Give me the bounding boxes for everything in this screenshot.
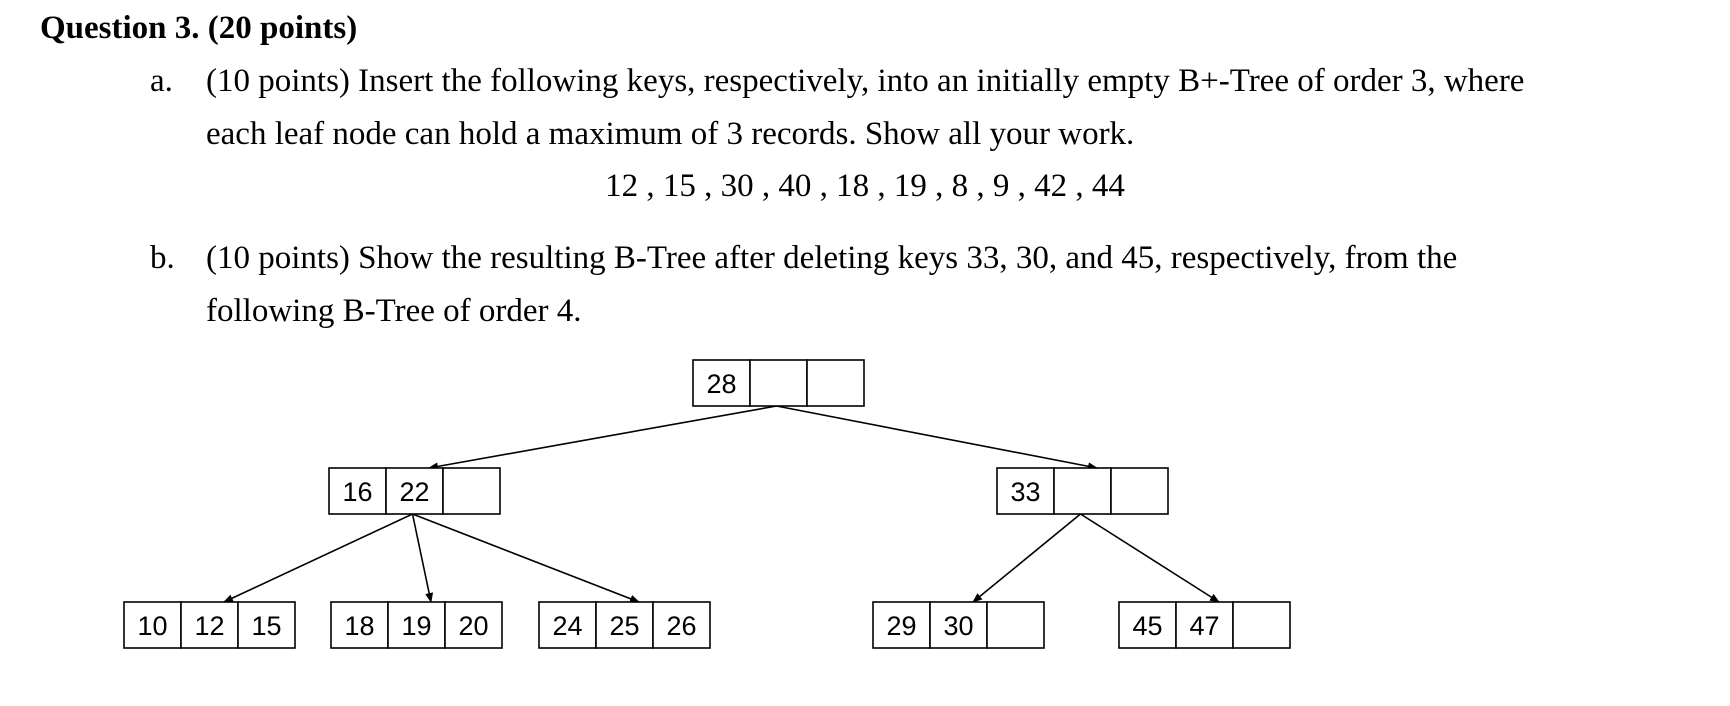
key-cell [986,601,1045,649]
key-cell [652,601,711,649]
key-label: 15 [251,611,281,641]
key-cell [1232,601,1291,649]
key-label: 47 [1189,611,1219,641]
key-label: 20 [458,611,488,641]
key-cell [1118,601,1177,649]
key-cell [444,601,503,649]
key-label: 10 [137,611,167,641]
tree-node-leaf-4: 29 30 [872,601,1045,649]
tree-node-right-internal: 33 [996,467,1169,515]
key-label: 18 [344,611,374,641]
part-a-marker: a. [150,63,173,99]
edge-left-internal-to-leaf-2 [411,513,434,603]
key-label: 28 [706,369,736,399]
edge-root-to-left-internal [428,405,777,471]
part-a-line-1: (10 points) Insert the following keys, r… [206,63,1525,99]
insert-keys-list: 12 , 15 , 30 , 40 , 18 , 19 , 8 , 9 , 42… [605,168,1125,204]
edge-right-internal-to-leaf-5 [1080,513,1220,603]
key-cell [387,601,446,649]
key-cell [806,359,865,407]
key-cell [749,359,808,407]
key-label: 24 [552,611,582,641]
edge-root-to-right-internal [776,405,1098,471]
tree-node-leaf-5: 45 47 [1118,601,1291,649]
question-title: Question 3. (20 points) [40,10,358,46]
key-label: 33 [1010,477,1040,507]
key-label: 30 [943,611,973,641]
key-label: 12 [194,611,224,641]
key-label: 45 [1132,611,1162,641]
edge-right-internal-to-leaf-4 [972,513,1082,603]
key-cell [929,601,988,649]
key-cell [595,601,654,649]
part-b-line-1: (10 points) Show the resulting B-Tree af… [206,240,1458,276]
key-label: 16 [342,477,372,507]
key-cell [872,601,931,649]
tree-node-root: 28 [692,359,865,407]
tree-node-leaf-1: 10 12 15 [123,601,296,649]
key-cell [123,601,182,649]
edge-left-internal-to-leaf-1 [223,513,413,603]
part-b-line-2: following B-Tree of order 4. [206,293,582,329]
key-label: 25 [609,611,639,641]
key-label: 19 [401,611,431,641]
key-cell [442,467,501,515]
key-cell [180,601,239,649]
key-label: 22 [399,477,429,507]
edge-left-internal-to-leaf-3 [412,513,640,603]
part-a-line-2: each leaf node can hold a maximum of 3 r… [206,116,1135,152]
part-b-marker: b. [150,240,175,276]
key-cell [1053,467,1112,515]
key-cell [1110,467,1169,515]
key-label: 29 [886,611,916,641]
key-cell [996,467,1055,515]
key-label: 26 [666,611,696,641]
key-cell [237,601,296,649]
tree-node-leaf-3: 24 25 26 [538,601,711,649]
tree-node-leaf-2: 18 19 20 [330,601,503,649]
key-cell [538,601,597,649]
key-cell [330,601,389,649]
